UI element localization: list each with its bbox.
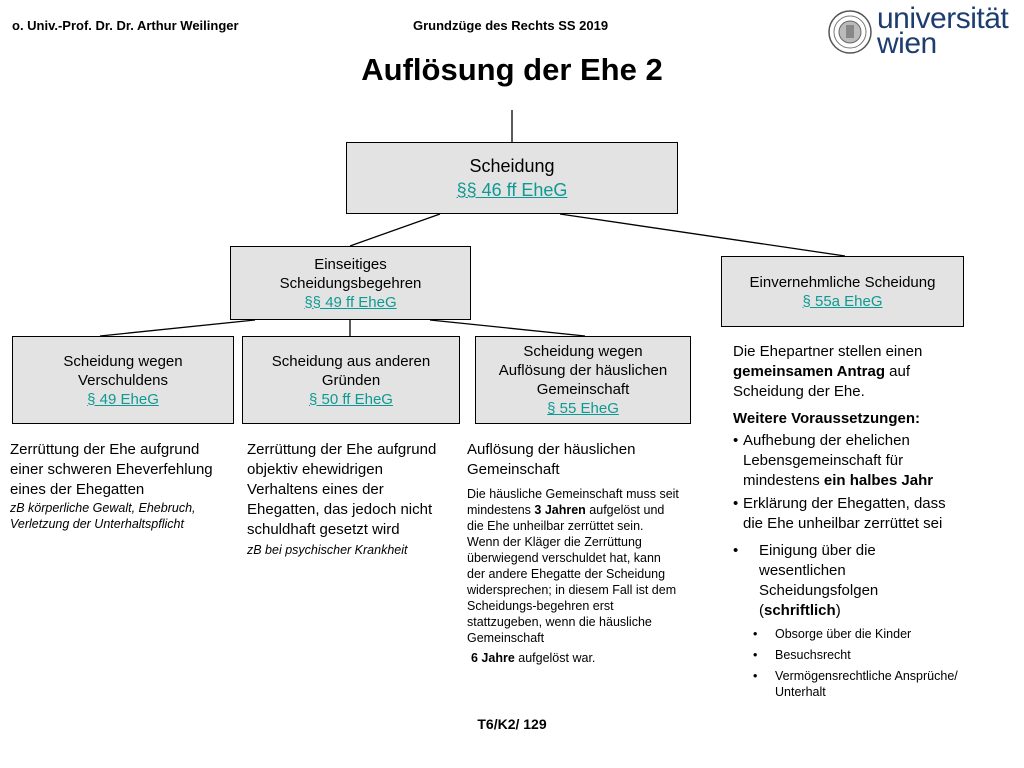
col3-paragraph3: 6 Jahre aufgelöst war. (471, 651, 596, 665)
col4-bullet-1: Aufhebung der ehelichen Lebensgemeinscha… (733, 431, 958, 491)
andere-ref-link[interactable]: § 50 ff EheG (309, 390, 393, 408)
aufloesung-ref-link[interactable]: § 55 EheG (547, 400, 619, 417)
andere-line1: Scheidung aus anderen (271, 352, 431, 370)
page-title: Auflösung der Ehe 2 (361, 52, 663, 87)
einvernehmlich-label: Einvernehmliche Scheidung (749, 273, 936, 291)
verschulden-line2: Verschuldens (77, 371, 169, 389)
col3-paragraph2: Wenn der Kläger die Zerrüttung überwiege… (467, 535, 677, 645)
col3-heading: Auflösung der häuslichen Gemeinschaft (467, 441, 636, 478)
col4-sub-bullet-3: Vermögensrechtliche Ansprüche/ Unterhalt (733, 668, 958, 700)
page-number: T6/K2/ 129 (477, 716, 547, 732)
verschulden-ref-link[interactable]: § 49 EheG (87, 390, 159, 408)
col4-bullet-3: Einigung über die wesentlichen Scheidung… (733, 541, 958, 621)
einseitig-line2: Scheidungsbegehren (279, 274, 422, 292)
einseitig-ref-link[interactable]: §§ 49 ff EheG (304, 293, 397, 311)
col3-paragraph1: Die häusliche Gemeinschaft muss seit min… (467, 487, 679, 533)
box-scheidung: Scheidung §§ 46 ff EheG (346, 142, 678, 214)
aufloesung-line2: Auflösung der häuslichen (498, 362, 668, 379)
col4-heading: Weitere Voraussetzungen: (733, 410, 920, 427)
col1-text: Zerrüttung der Ehe aufgrund einer schwer… (10, 441, 213, 498)
box-verschulden: Scheidung wegen Verschuldens § 49 EheG (12, 336, 234, 424)
col2-text: Zerrüttung der Ehe aufgrund objektiv ehe… (247, 441, 437, 538)
col1-description: Zerrüttung der Ehe aufgrund einer schwer… (10, 440, 235, 532)
col2-example: zB bei psychischer Krankheit (247, 543, 408, 557)
university-logo: universität wien (877, 2, 1009, 60)
verschulden-line1: Scheidung wegen (63, 352, 183, 370)
aufloesung-line1: Scheidung wegen (523, 343, 643, 360)
col4-sub-bullet-2: Besuchsrecht (733, 647, 958, 663)
scheidung-ref-link[interactable]: §§ 46 ff EheG (456, 180, 568, 200)
box-aufloesung: Scheidung wegen Auflösung der häuslichen… (475, 336, 691, 424)
header-course: Grundzüge des Rechts SS 2019 (413, 18, 609, 33)
header-author: o. Univ.-Prof. Dr. Dr. Arthur Weilinger (12, 18, 239, 33)
einvernehmlich-ref-link[interactable]: § 55a EheG (802, 292, 883, 310)
aufloesung-line3: Gemeinschaft (536, 381, 630, 398)
university-seal-icon (828, 10, 872, 54)
box-andere: Scheidung aus anderen Gründen § 50 ff Eh… (242, 336, 460, 424)
col4-sub-bullet-1: Obsorge über die Kinder (733, 626, 958, 642)
col1-example: zB körperliche Gewalt, Ehebruch, Verletz… (10, 501, 196, 531)
scheidung-label: Scheidung (469, 156, 555, 176)
col4-description: Die Ehepartner stellen einen gemeinsamen… (733, 342, 958, 700)
col4-intro: Die Ehepartner stellen einen gemeinsamen… (733, 343, 923, 400)
col3-description: Auflösung der häuslichen Gemeinschaft Di… (467, 440, 682, 666)
box-einvernehmlich: Einvernehmliche Scheidung § 55a EheG (721, 256, 964, 327)
col2-description: Zerrüttung der Ehe aufgrund objektiv ehe… (247, 440, 447, 558)
box-einseitig: Einseitiges Scheidungsbegehren §§ 49 ff … (230, 246, 471, 320)
col4-bullet-2: Erklärung der Ehegatten, dass die Ehe un… (733, 494, 958, 534)
andere-line2: Gründen (321, 371, 381, 389)
einseitig-line1: Einseitiges (314, 255, 387, 273)
